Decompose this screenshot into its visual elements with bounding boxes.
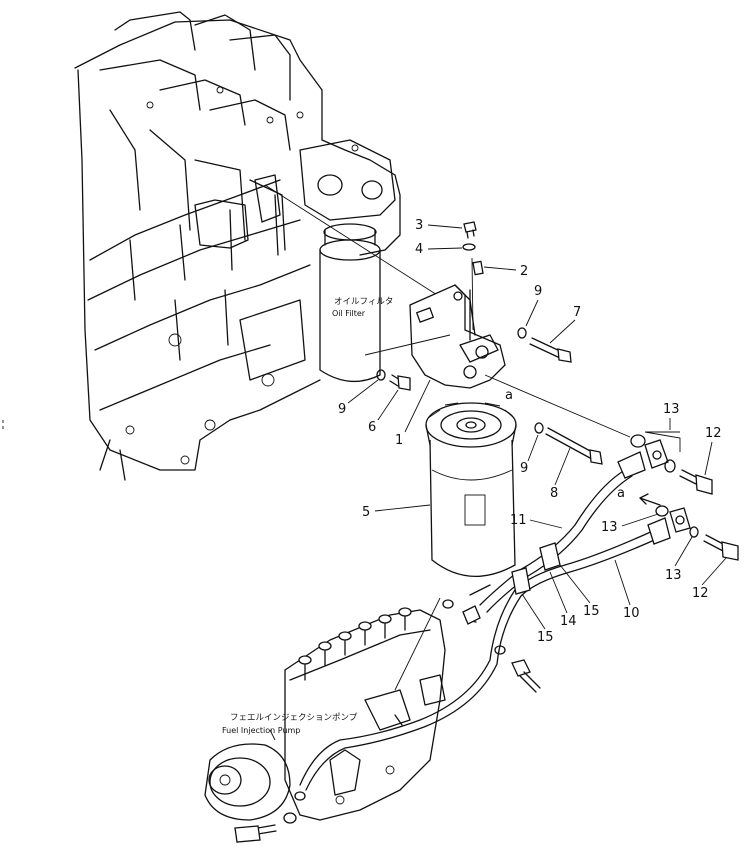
oil-filter-label-jp: オイルフィルタ	[334, 297, 393, 307]
fuel-filter-element	[425, 402, 517, 577]
engine-oil-filter: オイルフィルタ Oil Filter	[319, 223, 393, 383]
fitting-13-upper	[617, 434, 676, 479]
washer-4	[462, 243, 476, 251]
callout-2: 2	[520, 264, 528, 279]
pump-fitting-eye	[462, 605, 481, 625]
leader-bracket-pump	[364, 334, 451, 356]
pump-washer-upper	[494, 645, 506, 655]
hose-10	[299, 529, 660, 791]
ref-a-arrow: a	[617, 486, 625, 501]
bolt-6	[389, 374, 411, 391]
callout-13-top: 13	[663, 402, 680, 417]
fuel-injection-pump	[204, 607, 446, 821]
callout-5: 5	[362, 505, 370, 520]
callout-13-low: 13	[665, 568, 682, 583]
engine-block	[74, 11, 401, 481]
plug-3	[463, 221, 477, 239]
plug-2	[472, 260, 484, 276]
callout-4: 4	[415, 242, 423, 257]
pump-label: フェエルインジェクションポンプ Fuel Injection Pump	[222, 713, 358, 741]
pump-fitting-bolt	[511, 659, 541, 693]
leader-pump	[394, 597, 441, 691]
filter-head-bracket	[409, 284, 506, 389]
callout-15-right: 15	[583, 604, 600, 619]
leader-engine-bracket	[264, 184, 446, 301]
callout-3: 3	[415, 218, 423, 233]
pump-bottom-washer	[283, 812, 297, 824]
pump-washer-mid	[442, 599, 454, 609]
leader-plug-head	[471, 257, 474, 331]
callout-6: 6	[368, 420, 376, 435]
bracket-13	[644, 431, 681, 452]
bolt-7	[529, 337, 572, 363]
leader-head-fitting	[484, 374, 631, 438]
callout-11: 11	[510, 513, 527, 528]
callout-9-top: 9	[534, 284, 542, 299]
callout-1: 1	[395, 433, 403, 448]
callout-15-left: 15	[537, 630, 554, 645]
clamp-15-b	[511, 567, 531, 595]
bolt-8	[545, 427, 603, 465]
callout-13-mid: 13	[601, 520, 618, 535]
callouts: 3 4 2 9 7 9 6 1 a 9 8 5 13 12 a 11 13 13…	[338, 218, 727, 645]
callout-12-low: 12	[692, 586, 709, 601]
bolt-12-upper	[679, 469, 713, 495]
callout-14: 14	[560, 614, 577, 629]
oil-filter-label-en: Oil Filter	[332, 309, 366, 318]
arrow-a	[639, 497, 661, 506]
callout-8: 8	[550, 486, 558, 501]
callout-9-left: 9	[338, 402, 346, 417]
fitting-13-lower	[647, 505, 699, 545]
washer-9-mid	[534, 422, 544, 434]
pump-label-en: Fuel Injection Pump	[222, 726, 300, 735]
callout-10: 10	[623, 606, 640, 621]
pump-bottom-bolt	[234, 824, 277, 843]
ref-a-head: a	[505, 388, 513, 403]
arrow-a-head	[639, 493, 649, 505]
pump-label-jp: フェエルインジェクションポンプ	[230, 713, 358, 723]
callout-9-mid: 9	[520, 461, 528, 476]
callout-12-top: 12	[705, 426, 722, 441]
bolt-12-lower	[703, 534, 739, 561]
washer-9-top	[517, 327, 527, 339]
pump-bottom-fitting	[294, 791, 306, 801]
washer-9-left	[376, 369, 386, 381]
callout-7: 7	[573, 305, 581, 320]
